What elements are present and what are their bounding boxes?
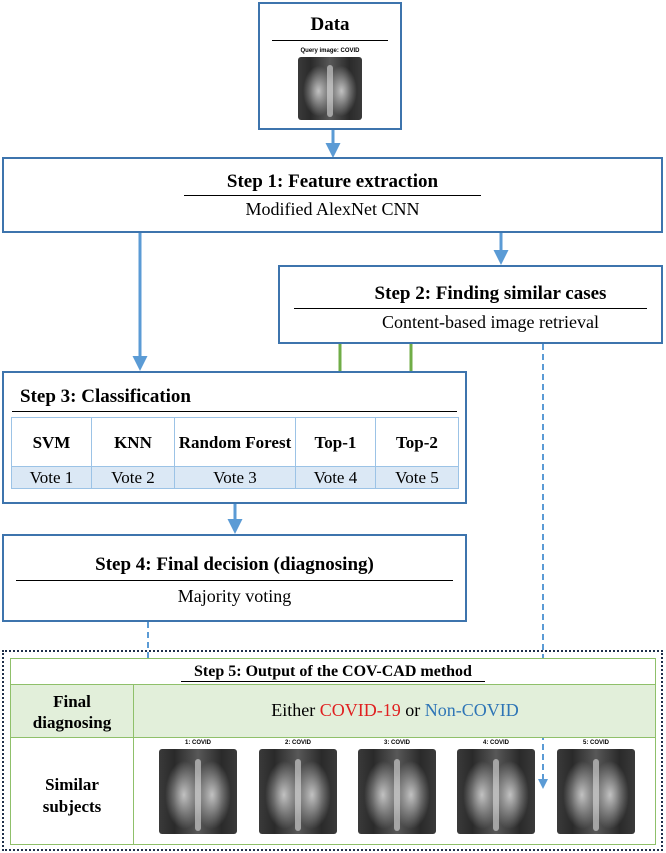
data-title: Data <box>310 14 350 35</box>
query-xray-image <box>298 57 362 120</box>
data-title-rule <box>272 40 388 41</box>
vote-2: Vote 2 <box>90 466 175 489</box>
step1-title: Step 1: Feature extraction <box>226 171 439 192</box>
vote-4: Vote 4 <box>294 466 376 489</box>
step5-title: Step 5: Output of the COV-CAD method <box>194 663 472 680</box>
step4-title-rule <box>16 580 453 581</box>
classifier-top2: Top-2 <box>374 417 460 467</box>
step4-title: Step 4: Final decision (diagnosing) <box>95 554 374 575</box>
step2-subtitle: Content-based image retrieval <box>382 312 599 332</box>
step1-subtitle: Modified AlexNet CNN <box>245 199 420 219</box>
step2-box: Step 2: Finding similar cases Content-ba… <box>278 265 663 344</box>
similar-image-1-caption: 1: COVID <box>184 740 211 746</box>
step1-title-rule <box>184 195 481 196</box>
step2-title-rule <box>294 308 647 309</box>
step3-title-rule <box>12 411 457 412</box>
similar-image-3 <box>358 749 436 834</box>
similar-image-5-caption: 5: COVID <box>582 740 609 746</box>
step2-title: Step 2: Finding similar cases <box>374 283 607 304</box>
step4-box: Step 4: Final decision (diagnosing) Majo… <box>2 534 467 622</box>
or-text: or <box>405 700 421 720</box>
vote-3: Vote 3 <box>173 466 296 489</box>
classifier-random-forest: Random Forest <box>173 417 296 467</box>
similar-image-1 <box>159 749 237 834</box>
vote-1: Vote 1 <box>11 466 92 489</box>
classifier-top1: Top-1 <box>294 417 376 467</box>
similar-image-2 <box>259 749 337 834</box>
classifier-svm: SVM <box>11 417 92 467</box>
classifier-table: SVM KNN Random Forest Top-1 Top-2 Vote 1… <box>11 417 460 489</box>
either-text: Either <box>271 700 316 720</box>
vote-5: Vote 5 <box>374 466 460 489</box>
covid-19-text: COVID-19 <box>319 700 401 720</box>
similar-image-3-caption: 3: COVID <box>383 740 410 746</box>
step3-box: Step 3: Classification SVM KNN Random Fo… <box>2 371 467 504</box>
similar-image-4 <box>457 749 535 834</box>
step5-outer-frame: Step 5: Output of the COV-CAD method Fin… <box>2 650 663 851</box>
step5-inner: Step 5: Output of the COV-CAD method Fin… <box>10 658 656 845</box>
final-diagnosing-value: Either COVID-19 or Non-COVID <box>135 700 655 721</box>
final-diagnosing-label: Final diagnosing <box>11 685 134 737</box>
step5-title-rule <box>181 681 485 682</box>
classifier-name-row: SVM KNN Random Forest Top-1 Top-2 <box>11 417 460 467</box>
query-image-caption: Query image: COVID <box>300 48 360 54</box>
data-box: Data Query image: COVID <box>258 2 402 130</box>
similar-subjects-label: Similar subjects <box>11 738 134 844</box>
classifier-knn: KNN <box>90 417 175 467</box>
step4-subtitle: Majority voting <box>177 586 292 606</box>
similar-image-2-caption: 2: COVID <box>284 740 311 746</box>
step1-box: Step 1: Feature extraction Modified Alex… <box>2 157 663 233</box>
similar-image-4-caption: 4: COVID <box>482 740 509 746</box>
final-diagnosing-row: Final diagnosing Either COVID-19 or Non-… <box>11 685 655 738</box>
step3-title: Step 3: Classification <box>20 386 191 407</box>
similar-image-5 <box>557 749 635 834</box>
vote-row: Vote 1 Vote 2 Vote 3 Vote 4 Vote 5 <box>11 466 460 489</box>
non-covid-text: Non-COVID <box>424 700 519 720</box>
step5-header: Step 5: Output of the COV-CAD method <box>11 659 655 685</box>
similar-subjects-row: Similar subjects 1: COVID 2: COVID 3: CO… <box>11 738 655 844</box>
